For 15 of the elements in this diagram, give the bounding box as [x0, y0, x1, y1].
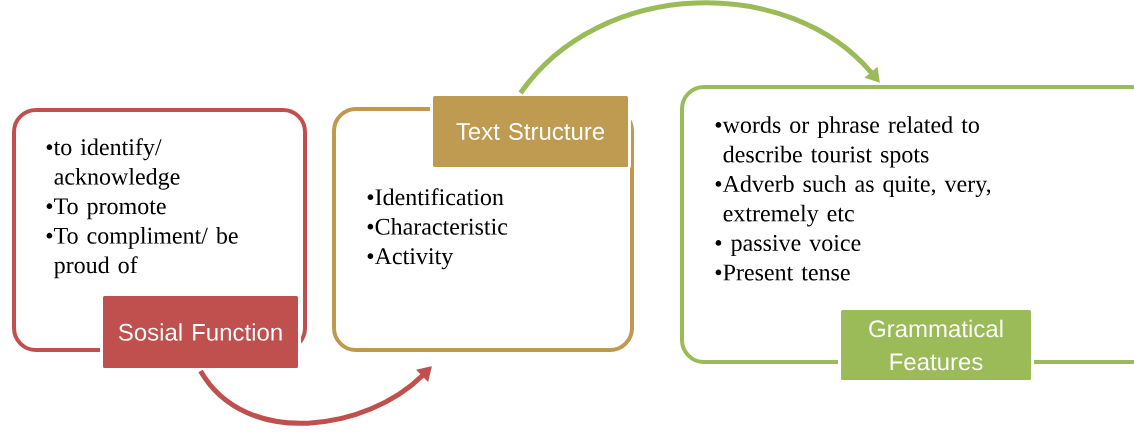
bullet-item: •Activity	[367, 248, 454, 270]
bullet-item: •Characteristic	[367, 217, 508, 235]
bullet-item: •To compliment/ be proud of	[46, 226, 238, 279]
curved-arrow	[198, 366, 432, 426]
bullet-item: •Adverb such as quite, very, extremely etc	[715, 175, 991, 227]
bullet-item: •words or phrase related to describe tourist spots	[715, 116, 979, 168]
bullet-item: •Identification	[367, 188, 504, 206]
label-tab: Grammatical Features	[838, 307, 1034, 383]
curved-arrow	[518, 0, 880, 95]
label-tab: Sosial Function	[100, 293, 301, 371]
bullet-item: •To promote	[46, 198, 166, 220]
label-tab: Text Structure	[430, 93, 631, 170]
bullet-item: • passive voice	[715, 234, 861, 256]
bullet-item: •Present tense	[715, 264, 850, 281]
bullet-item: •to identify/ acknowledge	[46, 138, 180, 190]
